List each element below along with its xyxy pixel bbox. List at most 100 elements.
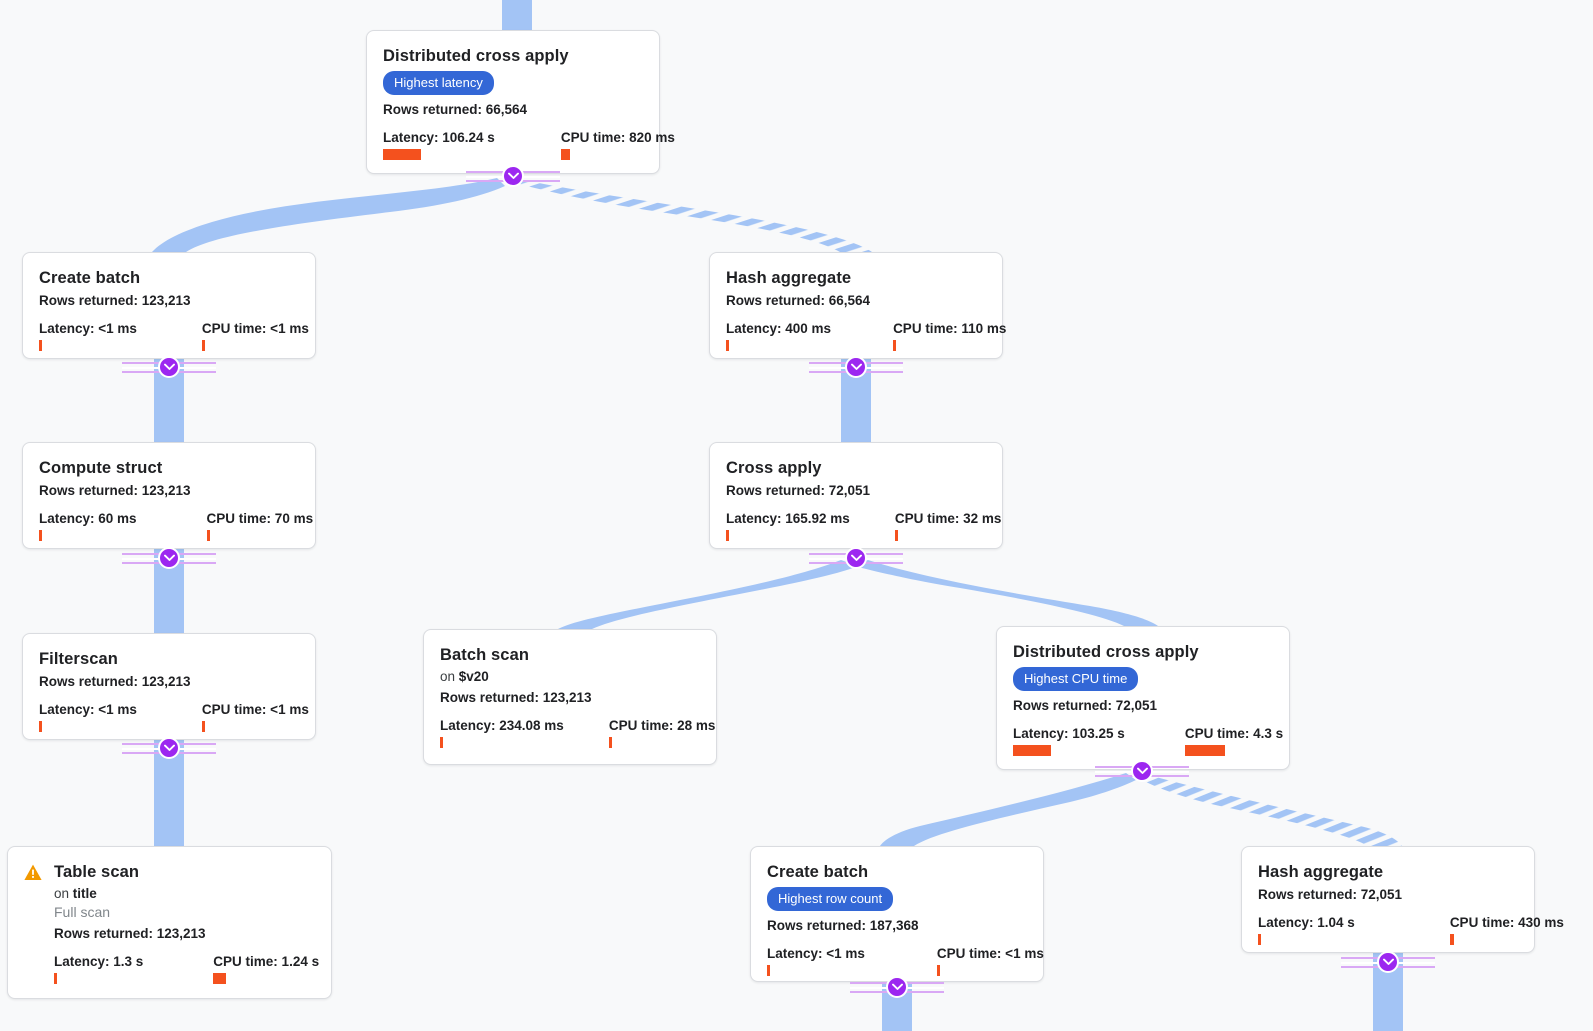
plan-node-compute-struct[interactable]: Compute struct Rows returned: 123,213 La… xyxy=(22,442,316,549)
metrics-row: Latency: 60 ms CPU time: 70 ms xyxy=(39,510,313,541)
on-prefix: on xyxy=(440,669,459,684)
metrics-row: Latency: 106.24 s CPU time: 820 ms xyxy=(383,129,675,160)
status-badge: Highest CPU time xyxy=(1013,667,1139,691)
collapse-toggle-cross-apply[interactable] xyxy=(809,547,903,569)
rows-returned: Rows returned: 123,213 xyxy=(39,674,191,689)
plan-node-distributed-cross-apply-lower[interactable]: Distributed cross apply Highest CPU time… xyxy=(996,626,1290,770)
collapse-toggle-filterscan[interactable] xyxy=(122,737,216,759)
chevron-down-icon[interactable] xyxy=(845,547,867,569)
latency-bar xyxy=(39,530,42,541)
chevron-down-icon[interactable] xyxy=(845,356,867,378)
plan-node-hash-aggregate-middle[interactable]: Hash aggregate Rows returned: 66,564 Lat… xyxy=(709,252,1006,359)
status-badge: Highest latency xyxy=(383,71,494,95)
plan-node-create-batch-left[interactable]: Create batch Rows returned: 123,213 Late… xyxy=(22,252,316,359)
plan-node-batch-scan[interactable]: Batch scan on $v20 Rows returned: 123,21… xyxy=(423,629,717,765)
chevron-down-icon[interactable] xyxy=(158,547,180,569)
latency-bar xyxy=(39,340,42,351)
latency-metric: Latency: <1 ms xyxy=(39,701,137,732)
plan-node-table-scan[interactable]: Table scan on title Full scan Rows retur… xyxy=(7,846,332,999)
latency-metric: Latency: 1.3 s xyxy=(54,953,143,984)
cpu-label: CPU time: 28 ms xyxy=(608,718,716,733)
collapse-toggle-create-batch-lower[interactable] xyxy=(850,976,944,998)
rows-returned: Rows returned: 72,051 xyxy=(1258,887,1403,902)
latency-metric: Latency: 103.25 s xyxy=(1013,725,1125,756)
cpu-label: CPU time: <1 ms xyxy=(201,702,309,717)
plan-node-distributed-cross-apply-root[interactable]: Distributed cross apply Highest latency … xyxy=(366,30,675,174)
cpu-metric: CPU time: 820 ms xyxy=(560,129,675,160)
cpu-bar xyxy=(894,530,898,541)
chevron-down-icon[interactable] xyxy=(158,737,180,759)
collapse-toggle-compute-struct[interactable] xyxy=(122,547,216,569)
chevron-down-icon[interactable] xyxy=(1131,760,1153,782)
rows-returned: Rows returned: 123,213 xyxy=(39,483,191,498)
latency-metric: Latency: 165.92 ms xyxy=(726,510,850,541)
latency-bar xyxy=(54,973,57,984)
latency-label: Latency: 103.25 s xyxy=(1013,726,1125,741)
collapse-toggle-hash-aggregate-lower[interactable] xyxy=(1341,951,1435,973)
rows-returned: Rows returned: 72,051 xyxy=(1013,698,1158,713)
cpu-metric: CPU time: 28 ms xyxy=(608,717,716,748)
cpu-bar xyxy=(560,149,570,160)
cpu-bar xyxy=(206,530,210,541)
cpu-label: CPU time: <1 ms xyxy=(201,321,309,336)
rows-returned: Rows returned: 187,368 xyxy=(767,918,919,933)
collapse-toggle-distributed-cross-apply-lower[interactable] xyxy=(1095,760,1189,782)
plan-node-hash-aggregate-lower[interactable]: Hash aggregate Rows returned: 72,051 Lat… xyxy=(1241,846,1564,953)
cpu-label: CPU time: 820 ms xyxy=(560,130,675,145)
latency-label: Latency: <1 ms xyxy=(767,946,865,961)
edge-root-to-create-batch xyxy=(152,178,505,252)
rows-returned: Rows returned: 123,213 xyxy=(440,690,592,705)
chevron-down-icon[interactable] xyxy=(158,356,180,378)
plan-node-filterscan[interactable]: Filterscan Rows returned: 123,213 Latenc… xyxy=(22,633,316,740)
chevron-down-icon[interactable] xyxy=(1377,951,1399,973)
latency-label: Latency: 60 ms xyxy=(39,511,137,526)
latency-bar xyxy=(767,965,770,976)
latency-label: Latency: <1 ms xyxy=(39,321,137,336)
on-prefix: on xyxy=(54,886,73,901)
rows-returned: Rows returned: 66,564 xyxy=(383,102,528,117)
cpu-label: CPU time: <1 ms xyxy=(936,946,1044,961)
chevron-down-icon[interactable] xyxy=(886,976,908,998)
plan-node-cross-apply[interactable]: Cross apply Rows returned: 72,051 Latenc… xyxy=(709,442,1003,549)
node-title: Distributed cross apply xyxy=(383,47,569,65)
node-title: Filterscan xyxy=(39,650,118,668)
edge-root-to-hash-aggregate xyxy=(520,180,872,252)
latency-bar xyxy=(383,149,421,160)
collapse-toggle-hash-aggregate-middle[interactable] xyxy=(809,356,903,378)
chevron-down-icon[interactable] xyxy=(502,165,524,187)
metrics-row: Latency: 103.25 s CPU time: 4.3 s xyxy=(1013,725,1283,756)
latency-label: Latency: 165.92 ms xyxy=(726,511,850,526)
cpu-metric: CPU time: 70 ms xyxy=(206,510,313,541)
node-title: Hash aggregate xyxy=(1258,863,1384,881)
cpu-bar xyxy=(893,340,897,351)
latency-metric: Latency: <1 ms xyxy=(39,320,137,351)
edge-cross-apply-to-batch-scan xyxy=(558,560,858,629)
cpu-bar xyxy=(936,965,940,976)
collapse-toggle-create-batch-left[interactable] xyxy=(122,356,216,378)
latency-bar xyxy=(440,737,443,748)
plan-node-create-batch-lower[interactable]: Create batch Highest row count Rows retu… xyxy=(750,846,1044,982)
cpu-label: CPU time: 32 ms xyxy=(894,511,1002,526)
cpu-label: CPU time: 1.24 s xyxy=(213,954,320,969)
latency-metric: Latency: 1.04 s xyxy=(1258,914,1355,945)
cpu-bar xyxy=(213,973,227,984)
latency-bar xyxy=(1013,745,1051,756)
edge-dca-to-hash-aggregate xyxy=(1146,776,1402,846)
latency-label: Latency: 234.08 ms xyxy=(440,718,564,733)
collapse-toggle-root[interactable] xyxy=(466,165,560,187)
latency-label: Latency: 400 ms xyxy=(726,321,832,336)
rows-returned: Rows returned: 123,213 xyxy=(54,926,206,941)
latency-metric: Latency: 60 ms xyxy=(39,510,137,541)
edge-dca-to-create-batch xyxy=(880,773,1136,846)
cpu-bar xyxy=(1184,745,1225,756)
latency-metric: Latency: 106.24 s xyxy=(383,129,495,160)
cpu-label: CPU time: 430 ms xyxy=(1449,915,1564,930)
cpu-metric: CPU time: <1 ms xyxy=(201,320,309,351)
node-title: Batch scan xyxy=(440,646,530,664)
scan-type: Full scan xyxy=(54,904,111,920)
rows-returned: Rows returned: 123,213 xyxy=(39,293,191,308)
cpu-bar xyxy=(1449,934,1454,945)
cpu-bar xyxy=(201,721,205,732)
status-badge: Highest row count xyxy=(767,887,894,911)
